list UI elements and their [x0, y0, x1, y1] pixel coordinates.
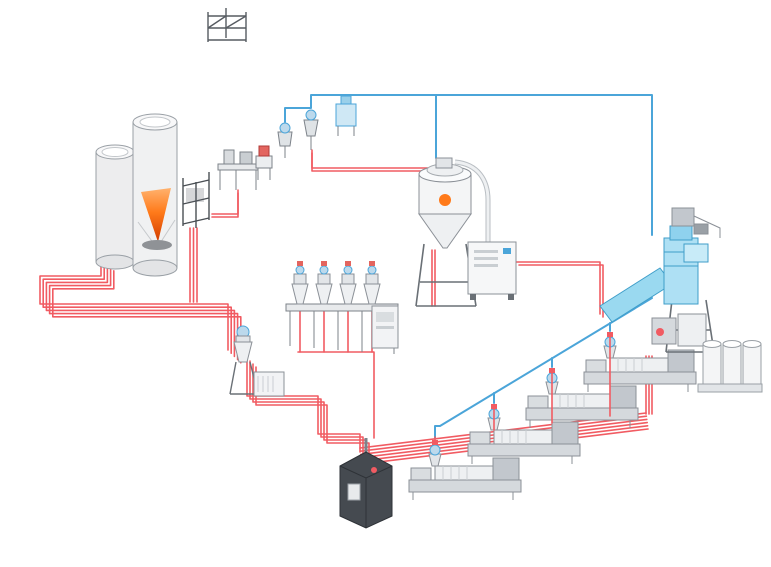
red-bench-link [211, 189, 239, 218]
loader-dome [429, 444, 441, 456]
cabinet-red-lamp [371, 467, 377, 473]
loader-dome [319, 265, 329, 275]
hopper-cone [418, 213, 472, 249]
hopper-stand [415, 243, 477, 307]
silo-material-cone [141, 188, 171, 242]
vacuum-receiver-station [229, 325, 259, 395]
dosing-hopper-1 [291, 261, 309, 305]
dosing-hopper-2 [315, 261, 333, 305]
red-rack-drop [189, 227, 198, 303]
loader-dome [295, 265, 305, 275]
silo-rim [139, 116, 171, 128]
red-valve [297, 261, 303, 266]
red-top-feed [311, 149, 431, 172]
red-valve [607, 332, 613, 337]
mini-hopper-loader [303, 109, 319, 150]
extruder-1 [408, 440, 522, 500]
blue-extruder-header [434, 297, 653, 439]
red-valve [491, 404, 497, 409]
loader-dome [367, 265, 377, 275]
drying-hopper-station [415, 157, 491, 307]
red-valve [369, 261, 375, 266]
dosing-hopper-3 [339, 261, 357, 305]
dust-filter-unit [335, 95, 357, 136]
loader-dome [305, 109, 317, 121]
red-dosing-risers [299, 305, 373, 353]
hopper-lid [435, 157, 453, 169]
cyan-duct [599, 267, 673, 323]
red-silo-loop [39, 257, 242, 364]
dosing-hopper-4 [363, 261, 381, 305]
red-valve [549, 368, 555, 373]
blue-overhead-main [345, 94, 653, 236]
winder-rolls [697, 340, 763, 393]
pipes-front-layer [434, 322, 611, 445]
loader-dome [343, 265, 353, 275]
tower-top-unit [671, 207, 695, 227]
blue-top-links [284, 94, 347, 123]
tower-red-lamp [656, 328, 664, 336]
extruder-4 [583, 332, 697, 392]
support-platform-frame [207, 8, 247, 42]
silo-rim [101, 147, 129, 157]
red-dryer-drop [431, 249, 436, 307]
storage-silo-large [132, 113, 178, 277]
dryer-blue-badge [503, 248, 511, 254]
compounding-tower [599, 207, 721, 353]
extruder-2 [467, 404, 581, 464]
red-dryer-to-tower [515, 261, 604, 318]
mini-feeder-2 [277, 122, 293, 158]
red-valve [345, 261, 351, 266]
dehumidifying-dryer [467, 241, 517, 300]
feeder-red-valve [258, 145, 270, 157]
red-valve [321, 261, 327, 266]
tower-base-box-1 [651, 317, 677, 345]
mini-feeder-1 [255, 145, 273, 180]
cabinet-panel [347, 483, 361, 501]
storage-silo-small [95, 144, 135, 270]
loader-dome [279, 122, 291, 134]
dosing-control-cabinet [371, 305, 399, 349]
screening-bench [217, 149, 259, 190]
vacuum-pump-box [253, 371, 285, 397]
extruder-3 [525, 368, 639, 428]
central-station-cabinet [339, 438, 393, 529]
red-dosing-collector [297, 351, 375, 439]
bag-dump-rack [182, 172, 210, 228]
tower-base-box-2 [677, 313, 707, 347]
sight-glass [439, 194, 451, 206]
silo-discharge-shadow [142, 240, 172, 250]
